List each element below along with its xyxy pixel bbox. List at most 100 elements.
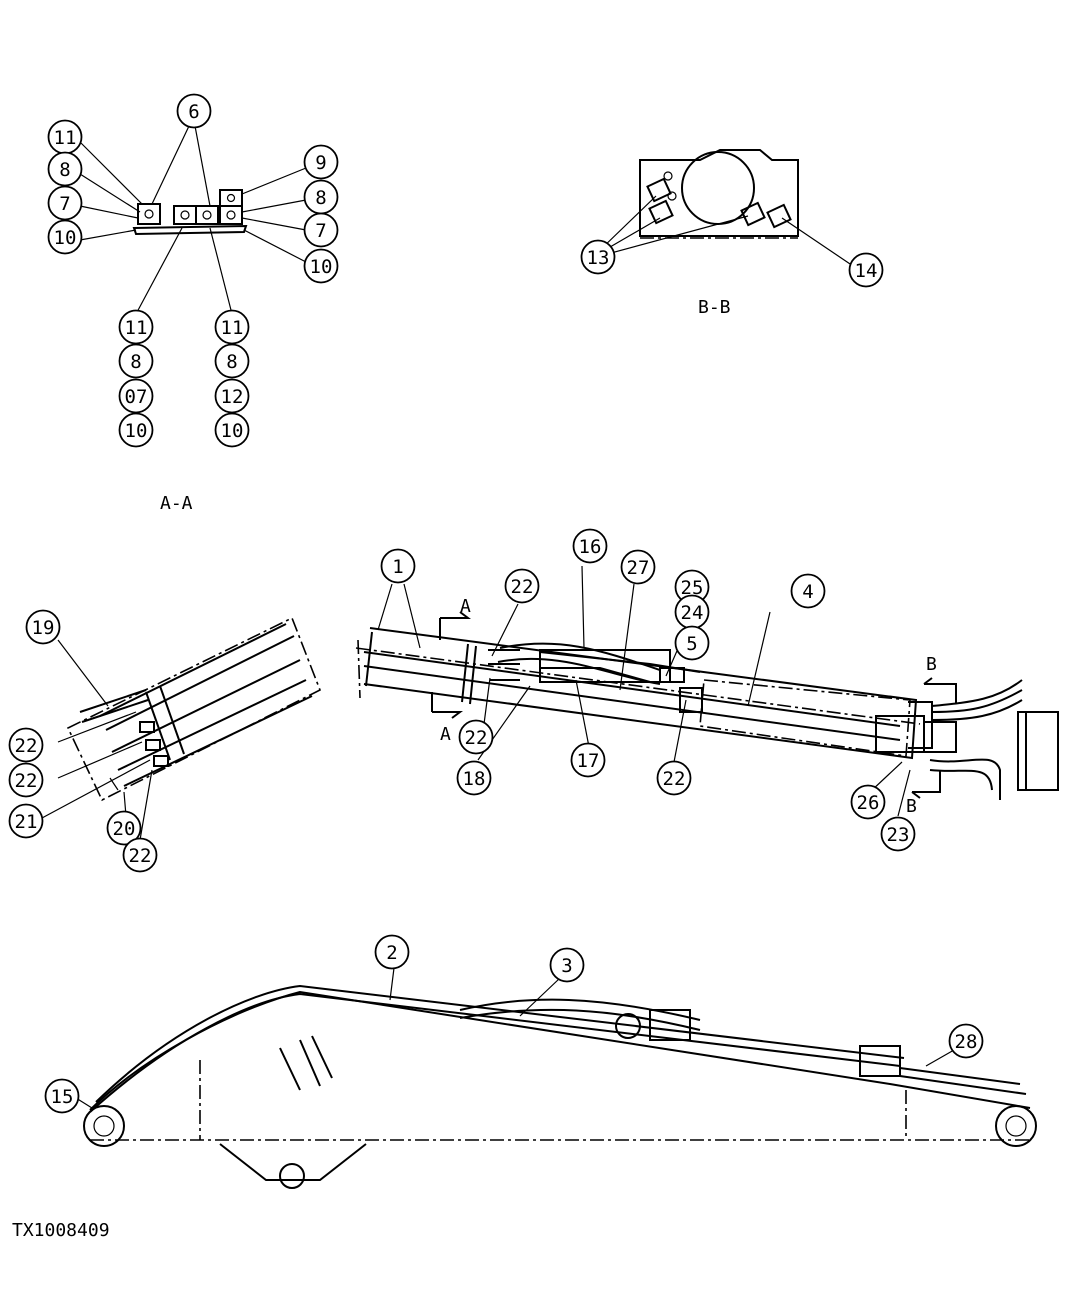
- callout-arm-4: 4: [790, 573, 826, 609]
- callout-circle: [880, 816, 916, 852]
- callout-number: 20: [113, 818, 136, 840]
- callout-number: 10: [54, 227, 77, 249]
- callout-circle: [47, 151, 83, 187]
- callout-circle: [374, 934, 410, 970]
- cut-label-a-top: A: [460, 596, 471, 617]
- section-b-b: [597, 149, 857, 269]
- callout-number: 4: [802, 581, 813, 603]
- callout-circle: [118, 378, 154, 414]
- callout-number: 26: [857, 792, 880, 814]
- callout-aa-11c: 11: [214, 309, 250, 345]
- callout-aa-07: 07: [118, 378, 154, 414]
- callout-number: 9: [315, 152, 326, 174]
- callout-circle: [47, 219, 83, 255]
- callout-number: 21: [15, 811, 38, 833]
- callout-number: 22: [15, 770, 38, 792]
- callout-number: 22: [465, 727, 488, 749]
- callout-number: 6: [188, 101, 199, 123]
- callout-circle: [948, 1023, 984, 1059]
- callout-circle: [8, 727, 44, 763]
- callout-det-22b: 22: [8, 762, 44, 798]
- callout-circle: [8, 762, 44, 798]
- callout-circle: [118, 412, 154, 448]
- callout-number: 12: [221, 386, 244, 408]
- section-label-b-b: B-B: [698, 297, 731, 318]
- callout-number: 8: [315, 187, 326, 209]
- callout-circle: [25, 609, 61, 645]
- callout-circle: [214, 378, 250, 414]
- callout-aa-8d: 8: [214, 343, 250, 379]
- callout-arm-18: 18: [456, 760, 492, 796]
- callout-bb-13: 13: [580, 239, 616, 275]
- callout-aa-8b: 8: [303, 179, 339, 215]
- callout-det-20: 20: [106, 810, 142, 846]
- cut-label-b-top: B: [926, 654, 937, 675]
- callout-boom-2: 2: [374, 934, 410, 970]
- callout-circle: [790, 573, 826, 609]
- callout-circle: [848, 252, 884, 288]
- arm-assembly: [355, 565, 1059, 817]
- callout-aa-10d: 10: [214, 412, 250, 448]
- callout-aa-12: 12: [214, 378, 250, 414]
- callout-circle: [580, 239, 616, 275]
- callout-number: 14: [855, 260, 878, 282]
- callout-arm-26: 26: [850, 784, 886, 820]
- callout-number: 15: [51, 1086, 74, 1108]
- callout-aa-10a: 10: [47, 219, 83, 255]
- callout-number: 11: [221, 317, 244, 339]
- callout-circle: [214, 343, 250, 379]
- callout-circle: [303, 248, 339, 284]
- detail-clamp-view: [41, 616, 322, 841]
- callout-aa-10c: 10: [118, 412, 154, 448]
- callout-circle: [549, 947, 585, 983]
- callout-aa-7a: 7: [47, 185, 83, 221]
- callout-number: 27: [627, 557, 650, 579]
- callout-number: 10: [221, 420, 244, 442]
- callout-circle: [674, 625, 710, 661]
- callout-boom-3: 3: [549, 947, 585, 983]
- callout-arm-27: 27: [620, 549, 656, 585]
- cut-label-a-bottom: A: [440, 724, 451, 745]
- callout-number: 8: [226, 351, 237, 373]
- callout-circle: [118, 343, 154, 379]
- callout-number: 07: [125, 386, 148, 408]
- callout-circle: [44, 1078, 80, 1114]
- callout-number: 2: [386, 942, 397, 964]
- callout-circle: [303, 144, 339, 180]
- callout-circle: [656, 760, 692, 796]
- callout-arm-17: 17: [570, 742, 606, 778]
- callout-number: 11: [54, 127, 77, 149]
- callout-number: 1: [392, 556, 403, 578]
- callout-det-19: 19: [25, 609, 61, 645]
- callout-arm-22a: 22: [504, 568, 540, 604]
- callout-number: 10: [125, 420, 148, 442]
- callout-circle: [570, 742, 606, 778]
- section-label-a-a: A-A: [160, 493, 193, 514]
- callout-arm-22b: 22: [458, 719, 494, 755]
- callout-number: 22: [129, 845, 152, 867]
- callout-arm-1: 1: [380, 548, 416, 584]
- callout-circle: [106, 810, 142, 846]
- callout-aa-7b: 7: [303, 212, 339, 248]
- callout-circle: [620, 549, 656, 585]
- callout-number: 24: [681, 602, 704, 624]
- callout-circle: [850, 784, 886, 820]
- callout-circle: [122, 837, 158, 873]
- callout-number: 22: [15, 735, 38, 757]
- callout-number: 25: [681, 577, 704, 599]
- callout-circle: [176, 93, 212, 129]
- callout-number: 22: [511, 576, 534, 598]
- boom-assembly: [75, 967, 1037, 1189]
- callout-circle: [214, 309, 250, 345]
- callout-circle: [456, 760, 492, 796]
- callout-arm-5: 5: [674, 625, 710, 661]
- callout-circle: [458, 719, 494, 755]
- callout-boom-28: 28: [948, 1023, 984, 1059]
- callout-number: 7: [59, 193, 70, 215]
- callout-circle: [572, 528, 608, 564]
- callout-number: 23: [887, 824, 910, 846]
- callout-circle: [214, 412, 250, 448]
- callout-aa-11a: 11: [47, 119, 83, 155]
- callout-number: 8: [59, 159, 70, 181]
